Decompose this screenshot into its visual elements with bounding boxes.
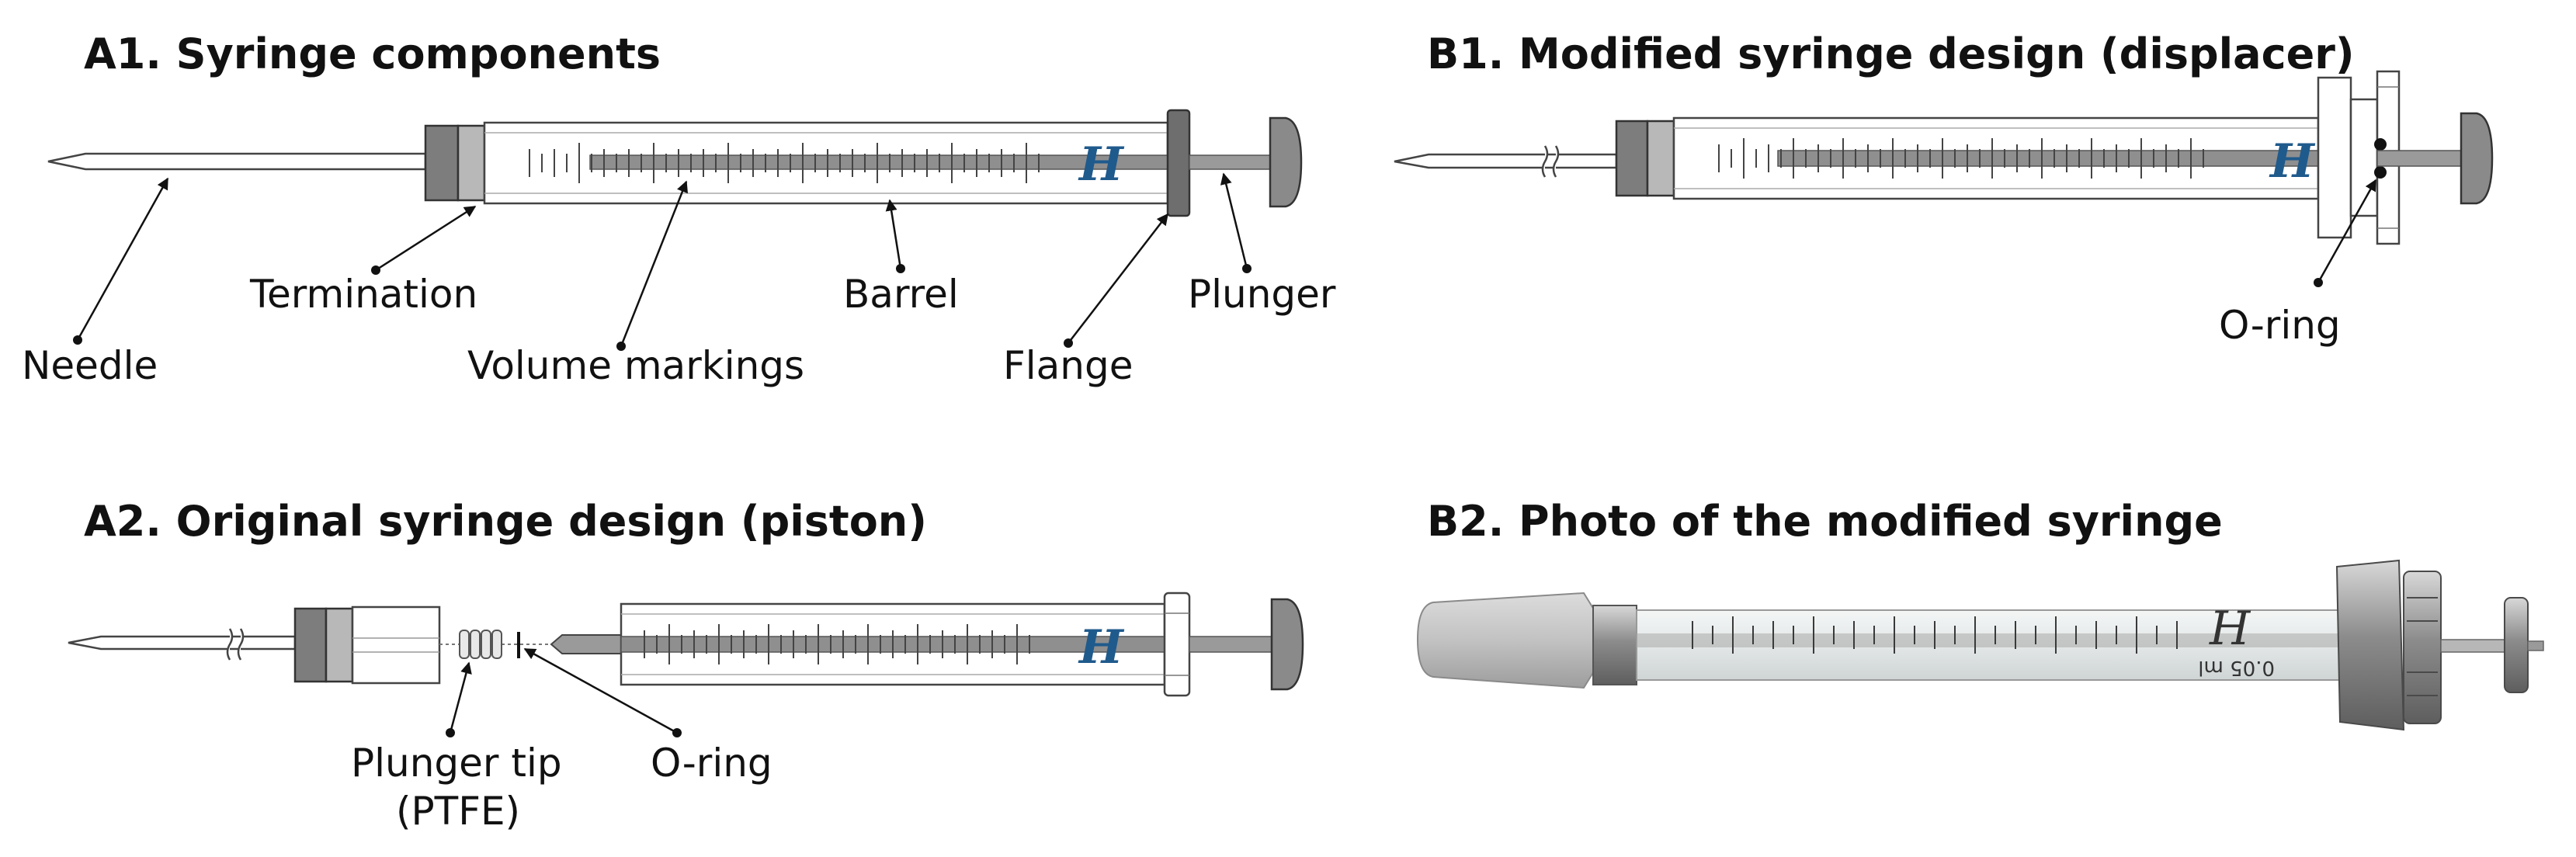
b1-termination-light bbox=[1646, 120, 1675, 197]
a2-volume-markings bbox=[644, 624, 1030, 664]
panel-a1-title: A1. Syringe components bbox=[84, 29, 661, 78]
b2-termination-ring bbox=[1592, 605, 1637, 685]
panel-a2-title: A2. Original syringe design (piston) bbox=[84, 497, 927, 546]
a2-termination-light bbox=[325, 607, 354, 683]
a2-barrel-front bbox=[351, 605, 441, 685]
b2-syringe-photo: H 0.05 ml bbox=[1416, 559, 2544, 731]
a2-needle bbox=[68, 635, 297, 651]
a1-termination-light bbox=[457, 124, 486, 202]
label-flange: Flange bbox=[1003, 343, 1133, 388]
label-plunger-tip: Plunger tip bbox=[351, 741, 562, 786]
panel-b1: B1. Modified syringe design (displacer) … bbox=[1394, 29, 2494, 348]
a1-flange bbox=[1166, 109, 1191, 217]
label-plunger-tip-material: (PTFE) bbox=[396, 789, 520, 834]
b1-logo: H bbox=[2269, 134, 2316, 189]
a2-plunger-tip bbox=[459, 630, 502, 659]
label-volume-markings: Volume markings bbox=[467, 343, 804, 388]
a1-plunger-button bbox=[1269, 116, 1303, 208]
panel-b2: B2. Photo of the modified syringe H 0. bbox=[1416, 497, 2544, 731]
label-barrel: Barrel bbox=[843, 272, 959, 317]
a1-volume-markings bbox=[529, 143, 1040, 183]
panel-a2: A2. Original syringe design (piston) bbox=[68, 497, 1304, 834]
a2-flange bbox=[1163, 592, 1191, 697]
b2-needle-cap bbox=[1416, 592, 1597, 689]
a2-termination-dark bbox=[293, 607, 328, 683]
b1-plunger-button bbox=[2460, 112, 2494, 205]
b1-clamp-front bbox=[2317, 76, 2352, 239]
a2-plunger-rod bbox=[1189, 636, 1272, 653]
b2-clamp-nut bbox=[2403, 571, 2442, 724]
b2-plunger-knob bbox=[2504, 597, 2529, 693]
a1-termination-dark bbox=[424, 124, 460, 202]
b1-oring-bottom bbox=[2374, 166, 2387, 179]
b1-needle bbox=[1394, 153, 1618, 169]
label-b1-oring: O-ring bbox=[2219, 303, 2341, 348]
label-needle: Needle bbox=[22, 343, 158, 388]
a1-plunger-rod bbox=[1189, 154, 1271, 170]
a2-piston-tip bbox=[550, 634, 622, 654]
label-plunger: Plunger bbox=[1188, 272, 1336, 317]
panel-b2-title: B2. Photo of the modified syringe bbox=[1427, 497, 2223, 546]
b1-clamp-cap bbox=[2349, 98, 2379, 217]
label-termination: Termination bbox=[249, 272, 477, 317]
a1-needle bbox=[47, 152, 427, 171]
panel-b1-title: B1. Modified syringe design (displacer) bbox=[1427, 29, 2355, 78]
b2-logo: H bbox=[2209, 602, 2251, 656]
b2-photo-markings bbox=[1692, 616, 2178, 654]
b2-volume-text: 0.05 ml bbox=[2198, 656, 2275, 679]
b1-plunger-rod bbox=[2376, 150, 2462, 167]
b2-clamp-body bbox=[2335, 559, 2405, 731]
b1-volume-markings bbox=[1718, 138, 2204, 179]
b2-plunger-rod bbox=[2440, 639, 2507, 653]
b1-oring-top bbox=[2374, 138, 2387, 151]
a2-plunger-button bbox=[1270, 598, 1304, 691]
a1-logo: H bbox=[1078, 137, 1125, 192]
a2-logo: H bbox=[1078, 620, 1125, 675]
panel-a1: A1. Syringe components bbox=[22, 29, 1336, 388]
b1-termination-dark bbox=[1615, 120, 1649, 197]
label-a2-oring: O-ring bbox=[651, 741, 772, 786]
